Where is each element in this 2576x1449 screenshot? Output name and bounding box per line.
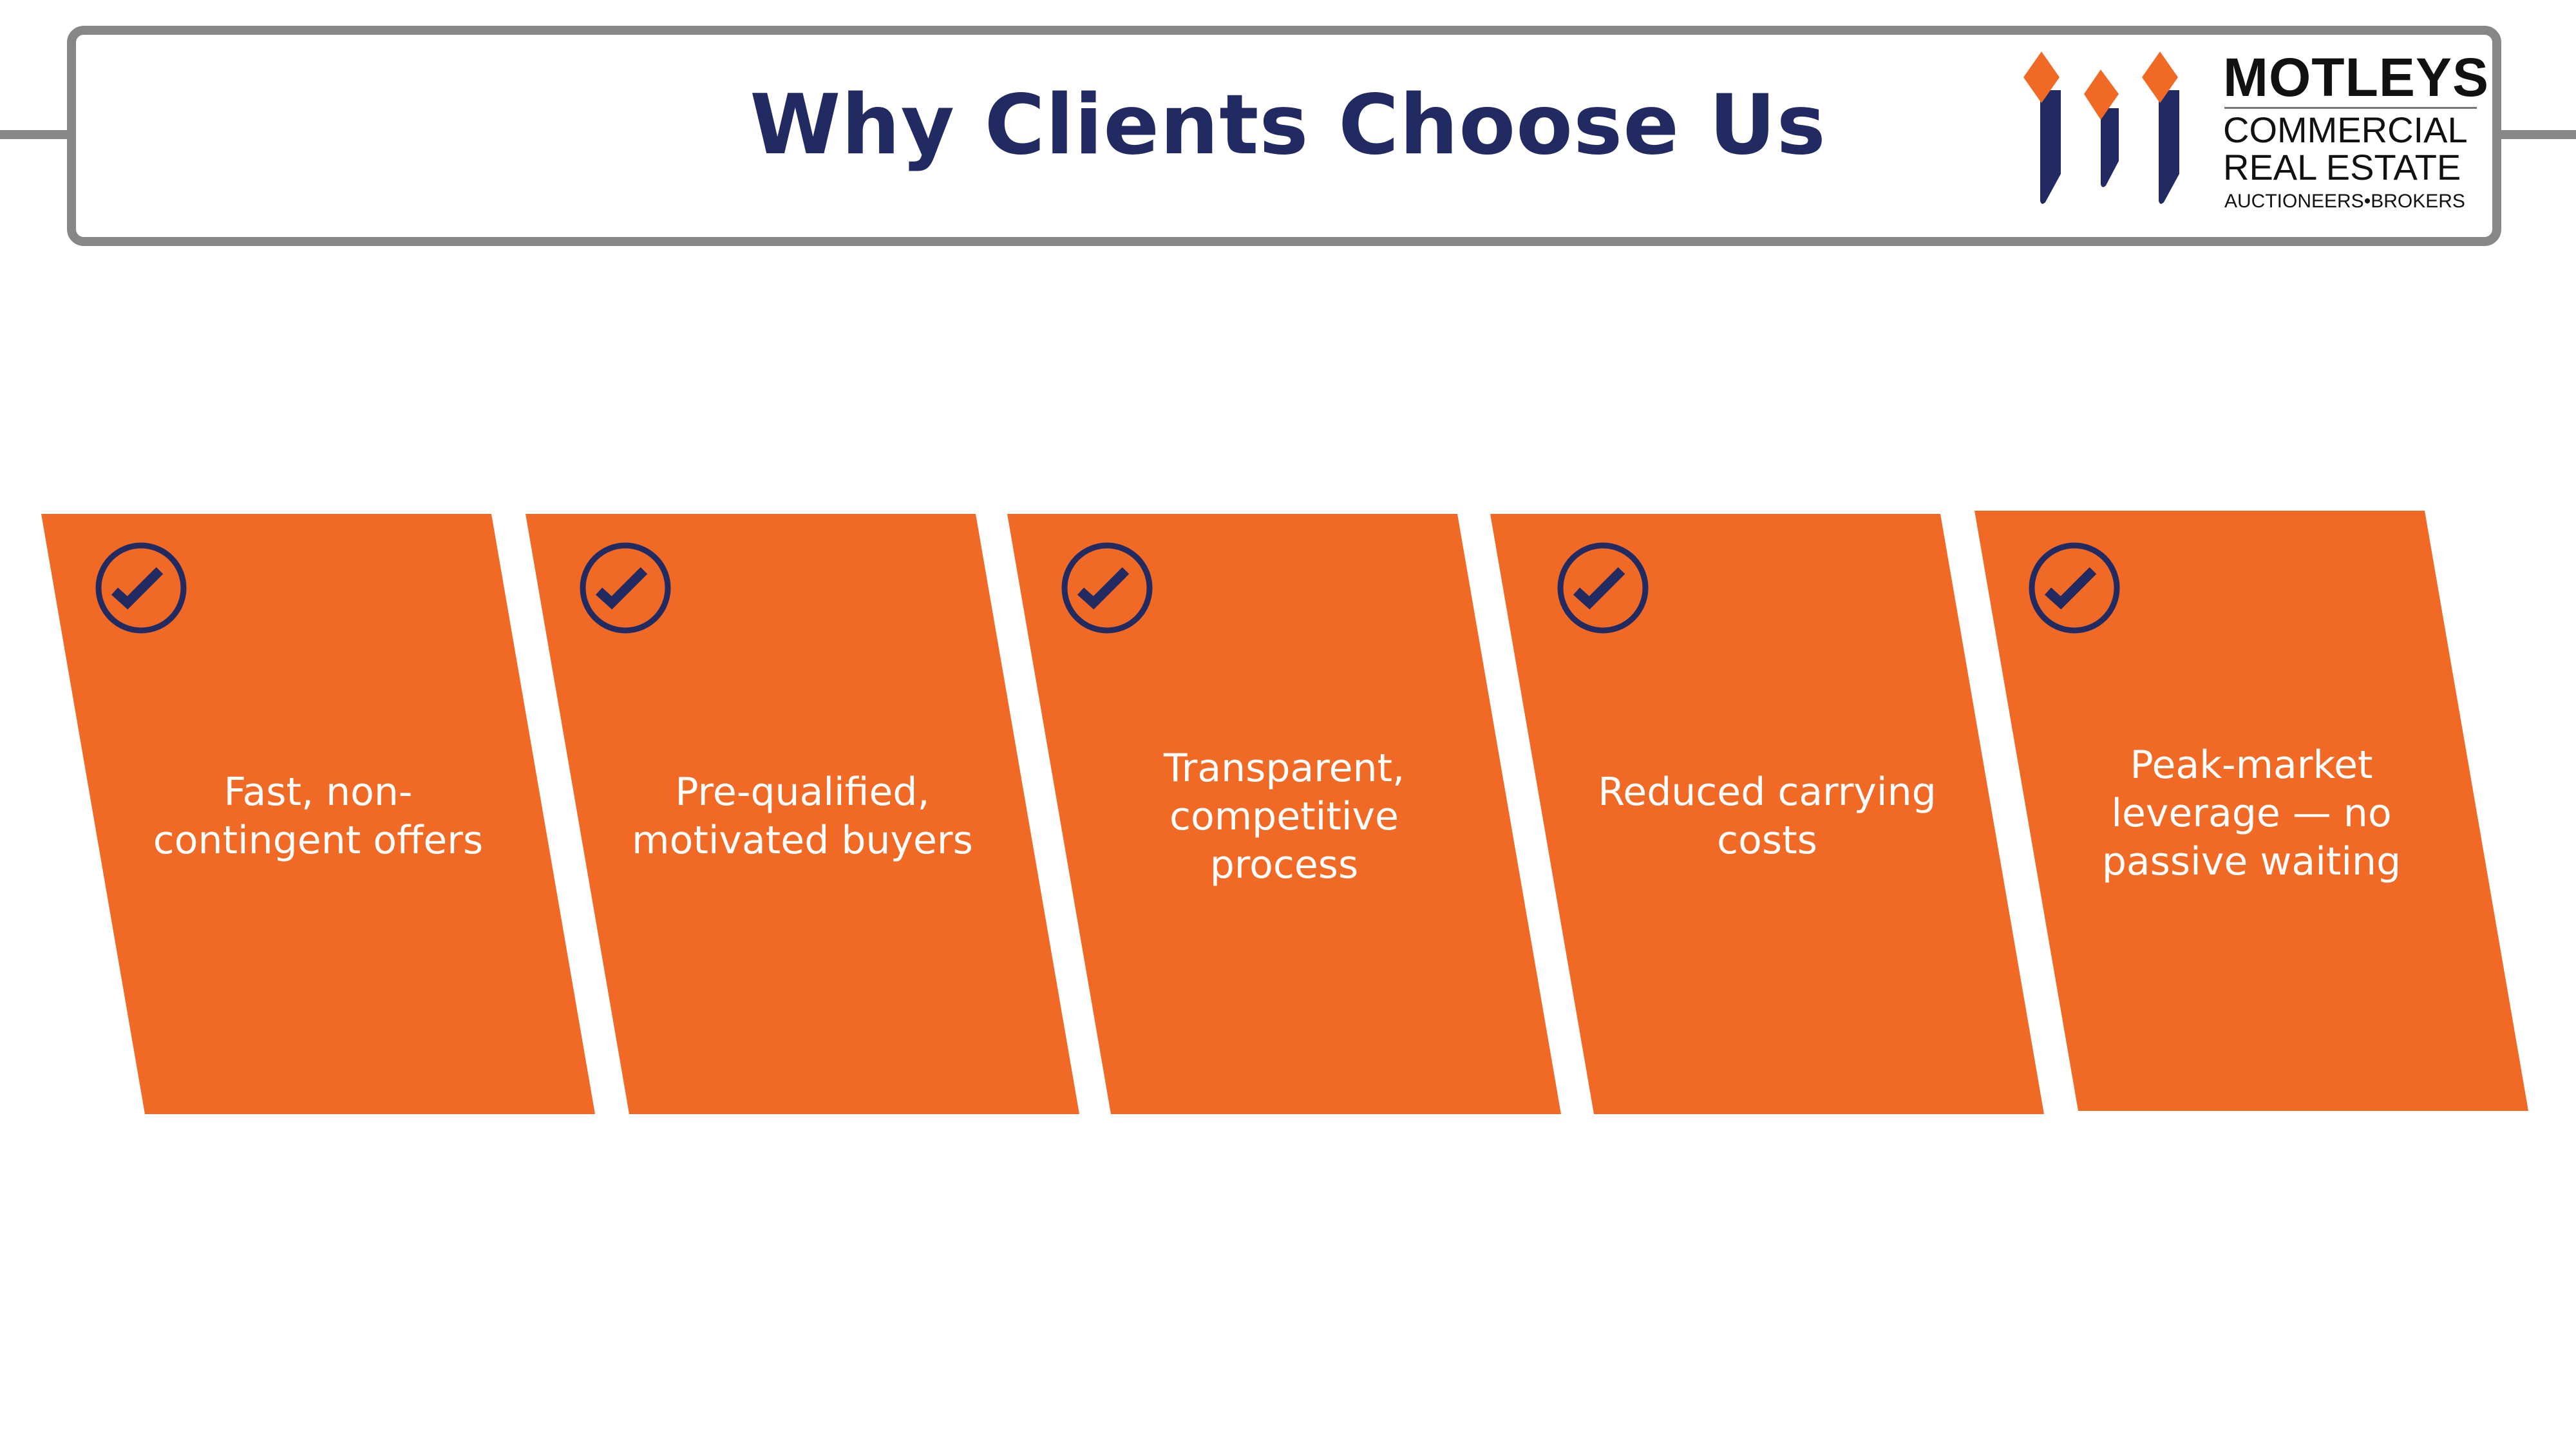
logo-line1: COMMERCIAL — [2223, 109, 2468, 150]
logo-divider — [2224, 107, 2477, 109]
logo-line2: REAL ESTATE — [2223, 147, 2461, 187]
logo-name: MOTLEYS — [2223, 47, 2490, 108]
logo-tagline: AUCTIONEERS•BROKERS — [2224, 191, 2465, 212]
check-circle-icon — [1557, 542, 1649, 634]
benefit-card-3: Transparent, competitive process — [1007, 514, 1561, 1114]
benefit-label: Fast, non-contingent offers — [153, 770, 484, 863]
check-circle-icon — [95, 542, 187, 634]
benefit-card-2: Pre-qualified, motivated buyers — [526, 514, 1079, 1114]
benefit-label: Reduced carrying costs — [1598, 770, 1937, 863]
logo-mark-icon — [2023, 52, 2179, 204]
benefit-card-4: Reduced carrying costs — [1490, 514, 2044, 1114]
check-circle-icon — [580, 542, 671, 634]
header-left-line — [0, 130, 71, 139]
motleys-logo: MOTLEYS COMMERCIAL REAL ESTATE AUCTIONEE… — [2022, 47, 2490, 219]
benefit-card-5: Peak-market leverage — no passive waitin… — [1975, 511, 2528, 1111]
page-title: Why Clients Choose Us — [750, 77, 1826, 173]
check-circle-icon — [2029, 542, 2120, 634]
header-right-line — [2497, 130, 2576, 139]
benefit-card-1: Fast, non-contingent offers — [41, 514, 595, 1114]
benefit-label: Pre-qualified, motivated buyers — [632, 770, 973, 863]
benefit-label: Peak-market leverage — no passive waitin… — [2101, 742, 2401, 884]
check-circle-icon — [1061, 542, 1153, 634]
header-frame — [67, 26, 2501, 246]
benefit-label: Transparent, competitive process — [1163, 745, 1405, 887]
